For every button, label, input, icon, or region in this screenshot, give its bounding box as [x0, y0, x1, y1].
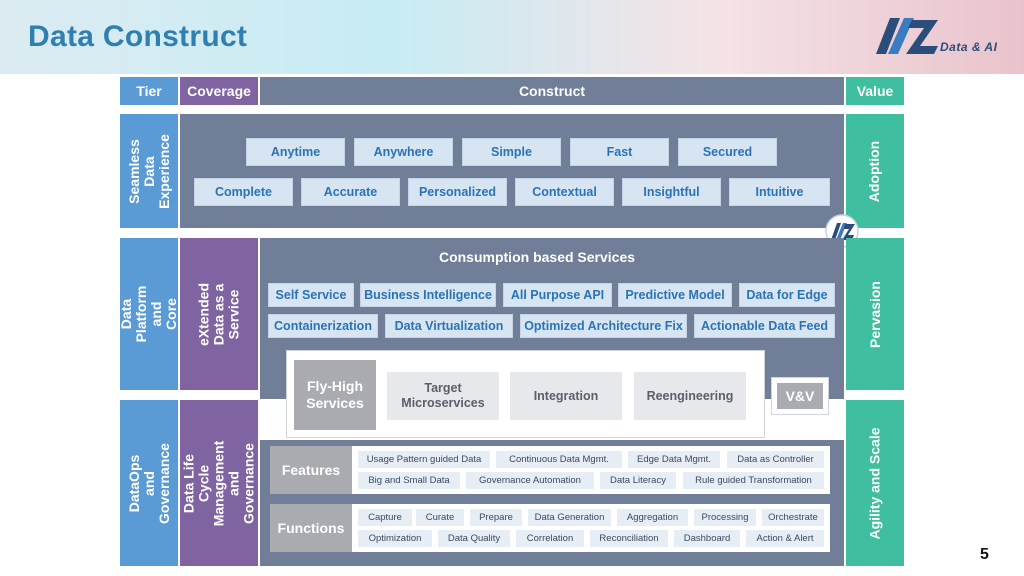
- logo-text: Data & AI: [940, 40, 998, 54]
- function-orchestrate: Orchestrate: [762, 509, 824, 526]
- function-curate: Curate: [416, 509, 464, 526]
- function-aggregation: Aggregation: [617, 509, 688, 526]
- chip-business-intelligence: Business Intelligence: [360, 283, 496, 307]
- page-title: Data Construct: [28, 20, 248, 53]
- vv-label: V&V: [777, 383, 823, 409]
- tier-platform-label: Data Platform and Core: [118, 285, 179, 343]
- value-agility: Agility and Scale: [846, 400, 904, 566]
- chip-complete: Complete: [194, 178, 293, 206]
- function-prepare: Prepare: [470, 509, 522, 526]
- tier-platform: Data Platform and Core: [118, 238, 179, 390]
- chip-contextual: Contextual: [515, 178, 614, 206]
- function-data-quality: Data Quality: [438, 530, 510, 547]
- feature-data-literacy: Data Literacy: [600, 472, 676, 489]
- function-reconciliation: Reconciliation: [590, 530, 668, 547]
- feature-continuous-data-mgmt: Continuous Data Mgmt.: [496, 451, 622, 468]
- feature-big-small-data: Big and Small Data: [358, 472, 460, 489]
- tier-seamless: Seamless Data Experience: [120, 114, 178, 228]
- flyhigh-target-microservices: Target Microservices: [387, 372, 499, 420]
- seamless-band: [180, 114, 844, 228]
- coverage-xdaas-label: eXtended Data as a Service: [195, 282, 242, 346]
- az-logo-icon: [876, 18, 938, 54]
- function-processing: Processing: [694, 509, 756, 526]
- chip-anywhere: Anywhere: [354, 138, 453, 166]
- tier-dataops-label: DataOps and Governance: [125, 442, 172, 524]
- value-pervasion-label: Pervasion: [866, 280, 883, 348]
- function-optimization: Optimization: [358, 530, 432, 547]
- coverage-xdaas: eXtended Data as a Service: [180, 238, 258, 390]
- coverage-lifecycle-label: Data Life Cycle Management and Governanc…: [180, 440, 257, 526]
- chip-containerization: Containerization: [268, 314, 378, 338]
- chip-insightful: Insightful: [622, 178, 721, 206]
- header-tier: Tier: [120, 77, 178, 105]
- feature-edge-data-mgmt: Edge Data Mgmt.: [628, 451, 720, 468]
- chip-all-purpose-api: All Purpose API: [503, 283, 612, 307]
- chip-optimized-architecture-fix: Optimized Architecture Fix: [520, 314, 687, 338]
- chip-data-for-edge: Data for Edge: [739, 283, 835, 307]
- chip-accurate: Accurate: [301, 178, 400, 206]
- feature-rule-guided-transformation: Rule guided Transformation: [683, 472, 824, 489]
- features-title: Features: [270, 446, 352, 494]
- value-adoption-label: Adoption: [866, 140, 883, 202]
- function-dashboard: Dashboard: [674, 530, 740, 547]
- chip-intuitive: Intuitive: [729, 178, 830, 206]
- function-data-generation: Data Generation: [528, 509, 611, 526]
- value-adoption: Adoption: [846, 114, 904, 228]
- flyhigh-reengineering: Reengineering: [634, 372, 746, 420]
- header-banner: [0, 0, 1024, 74]
- services-title: Consumption based Services: [438, 249, 636, 265]
- coverage-lifecycle: Data Life Cycle Management and Governanc…: [180, 400, 258, 566]
- function-action-alert: Action & Alert: [746, 530, 824, 547]
- flyhigh-integration: Integration: [510, 372, 622, 420]
- header-coverage: Coverage: [180, 77, 258, 105]
- function-correlation: Correlation: [516, 530, 584, 547]
- functions-title: Functions: [270, 504, 352, 552]
- chip-secured: Secured: [678, 138, 777, 166]
- header-construct: Construct: [260, 77, 844, 105]
- page-number: 5: [980, 546, 989, 563]
- header-value: Value: [846, 77, 904, 105]
- function-capture: Capture: [358, 509, 412, 526]
- feature-usage-pattern: Usage Pattern guided Data: [358, 451, 490, 468]
- chip-fast: Fast: [570, 138, 669, 166]
- feature-governance-automation: Governance Automation: [466, 472, 594, 489]
- chip-anytime: Anytime: [246, 138, 345, 166]
- chip-actionable-data-feed: Actionable Data Feed: [694, 314, 835, 338]
- value-agility-label: Agility and Scale: [866, 426, 883, 540]
- chip-predictive-model: Predictive Model: [618, 283, 732, 307]
- chip-simple: Simple: [462, 138, 561, 166]
- chip-personalized: Personalized: [408, 178, 507, 206]
- chip-self-service: Self Service: [268, 283, 354, 307]
- flyhigh-title: Fly-High Services: [294, 360, 376, 430]
- value-pervasion: Pervasion: [846, 238, 904, 390]
- feature-data-as-controller: Data as Controller: [727, 451, 824, 468]
- tier-dataops: DataOps and Governance: [120, 400, 178, 566]
- tier-seamless-label: Seamless Data Experience: [125, 133, 172, 209]
- chip-data-virtualization: Data Virtualization: [385, 314, 513, 338]
